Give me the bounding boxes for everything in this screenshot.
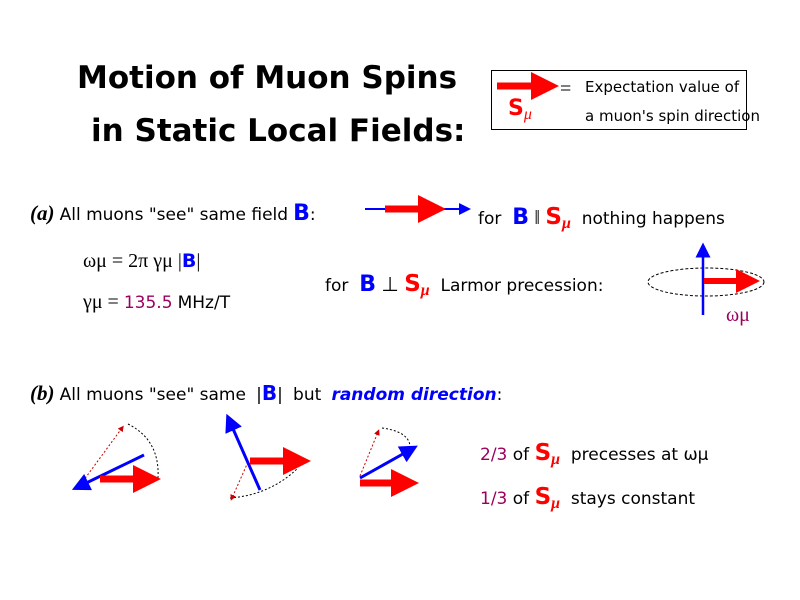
field-arrow-3 (359, 445, 418, 480)
section-b-heading: (b) All muons "see" same |B| but random … (30, 381, 503, 405)
precession-cone-1 (127, 423, 159, 479)
section-a-label: (a) (30, 201, 55, 225)
precession-diagram (647, 242, 765, 315)
section-a-heading: (a) All muons "see" same field B: (30, 201, 316, 226)
random-direction-text: random direction (331, 385, 497, 405)
perpendicular-statement: for B ⊥ Sμ Larmor precession: (325, 271, 604, 299)
random-field-diagram-3 (359, 427, 419, 497)
title-line-2: in Static Local Fields: (91, 113, 466, 149)
random-field-diagram-2 (225, 413, 311, 501)
constant-fraction: 1/3 of Sμ stays constant (480, 484, 696, 512)
precession-cone-3 (381, 427, 411, 451)
title-line-1: Motion of Muon Spins (77, 60, 458, 96)
section-a-field-symbol: B (293, 201, 310, 226)
field-arrow-2 (225, 413, 262, 491)
precession-orbit (647, 267, 765, 297)
section-a-text: All muons "see" same field (59, 205, 289, 225)
section-b-label: (b) (30, 381, 55, 405)
legend-text-2: a muon's spin direction (585, 107, 760, 125)
precession-omega-label: ωμ (726, 304, 750, 326)
section-b-text: All muons "see" same (59, 385, 246, 405)
precession-cone-2 (229, 467, 299, 499)
parallel-statement: for B ‖ Sμ nothing happens (478, 204, 725, 232)
precessing-spin-2 (230, 461, 249, 501)
legend-equals: = (560, 78, 572, 100)
larmor-formula: ωμ = 2π γμ |B| (83, 250, 201, 272)
gyromagnetic-ratio: γμ = 135.5 MHz/T (83, 291, 231, 313)
random-field-diagram-1 (71, 423, 161, 493)
field-arrow-1 (71, 453, 145, 491)
legend-text-1: Expectation value of (585, 78, 740, 96)
legend-spin-symbol: Sμ (508, 96, 532, 123)
precessing-fraction: 2/3 of Sμ precesses at ωμ (480, 440, 709, 468)
